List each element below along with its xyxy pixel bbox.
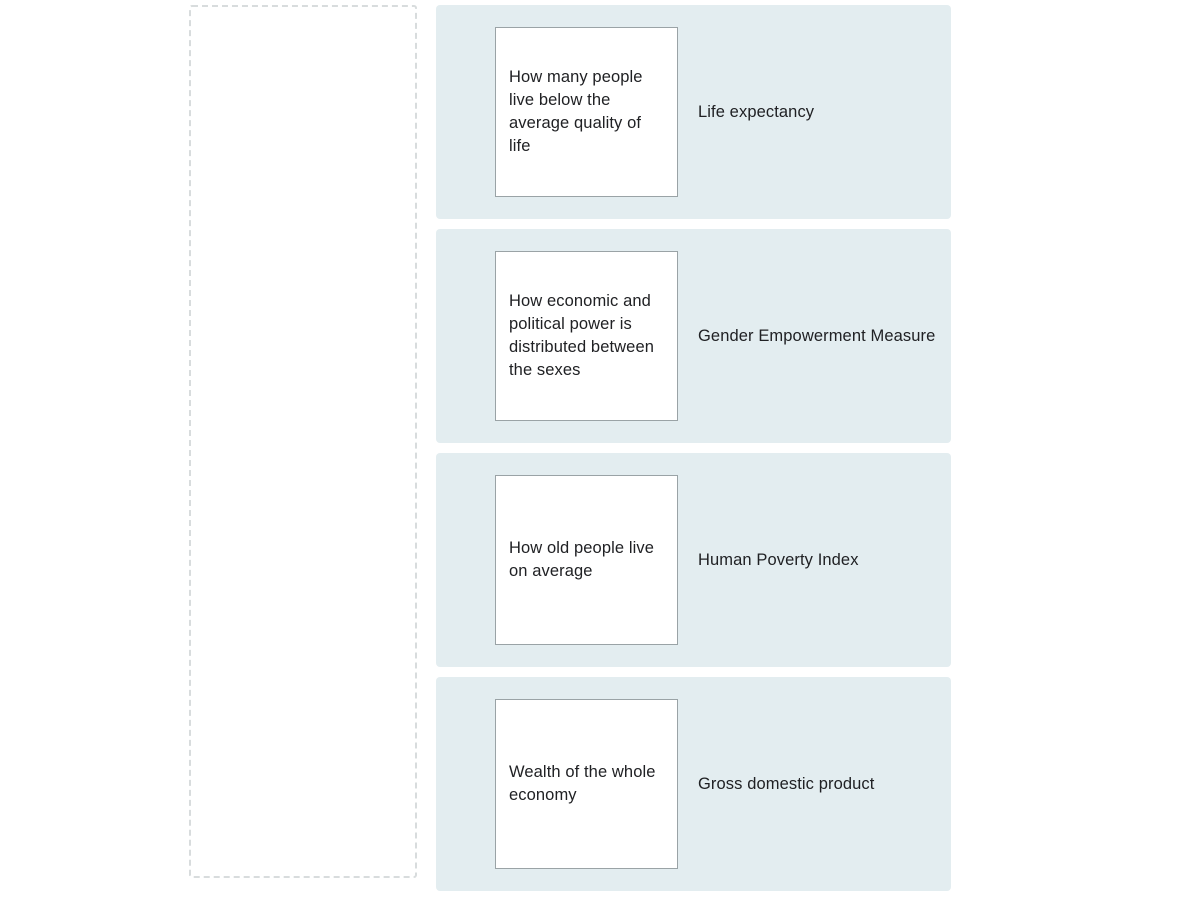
answer-label: Gross domestic product <box>698 774 875 793</box>
prompt-card[interactable]: How old people live on average <box>495 475 678 645</box>
prompt-card-text: How economic and political power is dist… <box>509 292 654 379</box>
match-row[interactable]: How many people live below the average q… <box>436 5 951 219</box>
prompt-card[interactable]: How economic and political power is dist… <box>495 251 678 421</box>
prompt-card-text: Wealth of the whole economy <box>509 763 656 804</box>
answer-label: Life expectancy <box>698 102 815 121</box>
prompt-card[interactable]: Wealth of the whole economy <box>495 699 678 869</box>
answer-label: Gender Empowerment Measure <box>698 326 936 345</box>
drop-zone[interactable] <box>189 5 417 878</box>
match-row[interactable]: How economic and political power is dist… <box>436 229 951 443</box>
answer-label: Human Poverty Index <box>698 550 859 569</box>
prompt-card-text: How many people live below the average q… <box>509 68 643 155</box>
match-list: How many people live below the average q… <box>436 5 951 891</box>
prompt-card-text: How old people live on average <box>509 539 654 580</box>
prompt-card[interactable]: How many people live below the average q… <box>495 27 678 197</box>
match-row[interactable]: Wealth of the whole economy Gross domest… <box>436 677 951 891</box>
match-row[interactable]: How old people live on average Human Pov… <box>436 453 951 667</box>
